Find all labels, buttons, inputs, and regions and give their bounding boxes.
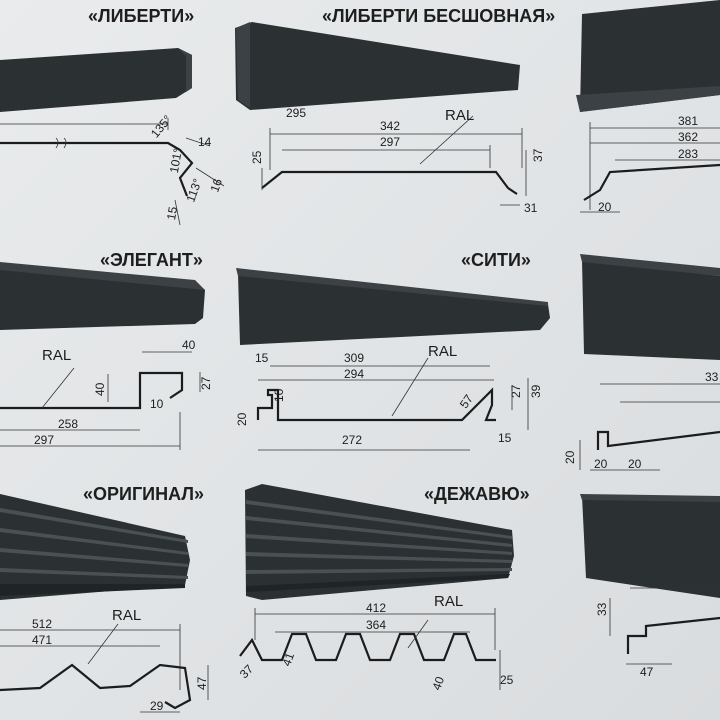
liberti-seamless-dim-31: 31 [524,201,538,215]
original-dim-471: 471 [32,633,52,647]
siti-section [256,357,529,451]
mid-right-panel [580,254,720,360]
mid-right-dim-20-side: 20 [563,450,577,464]
liberti-dim-15: 15 [164,205,180,221]
dezhavu-panel [245,484,514,600]
liberti-dim-width: 295 [286,106,306,120]
elegant-title: «ЭЛЕГАНТ» [100,250,203,270]
liberti-title: «ЛИБЕРТИ» [88,6,194,26]
mid-right-dim-20-b: 20 [628,457,642,471]
liberti-dim-angle-113: 113° [183,177,204,204]
elegant-dim-258: 258 [58,417,78,431]
siti-ral: RAL [428,343,457,360]
mid-right-dim-33: 33 [705,370,719,384]
liberti-seamless-dim-342: 342 [380,119,400,133]
elegant-dim-40-side: 40 [93,382,107,396]
original-dim-512: 512 [32,617,52,631]
bottom-right-panel [580,494,720,598]
dezhavu-dim-40: 40 [429,674,447,692]
siti-dim-27: 27 [509,384,523,398]
liberti-seamless-ral: RAL [445,107,474,124]
elegant-dim-10: 10 [150,397,164,411]
siti-dim-294: 294 [344,367,364,381]
elegant-dim-40-top: 40 [182,338,196,352]
original-panel [0,494,190,600]
siti-dim-15: 15 [255,351,269,365]
top-right-panel [576,0,720,112]
liberti-seamless-dim-297: 297 [380,135,400,149]
elegant-panel [0,262,205,330]
elegant-dim-27: 27 [199,376,213,390]
dezhavu-dim-41: 41 [279,650,297,668]
original-dim-29: 29 [150,699,164,713]
elegant-dim-297: 297 [34,433,54,447]
siti-dim-20: 20 [235,412,249,426]
liberti-section [0,118,225,226]
liberti-dim-angle-101: 101° [167,147,185,174]
dezhavu-section [239,608,501,690]
liberti-dim-14: 14 [198,135,212,149]
siti-dim-39: 39 [529,384,543,398]
mid-right-section [579,383,720,471]
liberti-seamless-section [261,115,527,206]
bottom-right-dim-47: 47 [640,665,654,679]
liberti-seamless-title: «ЛИБЕРТИ БЕСШОВНАЯ» [322,6,555,26]
liberti-seamless-panel [235,22,520,110]
top-right-dim-362: 362 [678,130,698,144]
mid-right-dim-20-a: 20 [594,457,608,471]
siti-dim-15-bottom: 15 [498,431,512,445]
original-section [0,623,209,713]
liberti-dim-16: 16 [207,176,225,194]
dezhavu-dim-364: 364 [366,618,386,632]
siti-dim-10: 10 [272,388,286,402]
elegant-section [0,351,201,450]
liberti-seamless-dim-25: 25 [250,150,264,164]
dezhavu-dim-37: 37 [237,662,257,682]
elegant-ral: RAL [42,347,71,364]
dezhavu-dim-412: 412 [366,601,386,615]
bottom-right-dim-33: 33 [595,602,609,616]
siti-dim-309: 309 [344,351,364,365]
dezhavu-title: «ДЕЖАВЮ» [424,484,530,504]
top-right-section [580,122,720,213]
liberti-dim-angle-135: 135° [148,112,175,140]
dezhavu-dim-25: 25 [500,673,514,687]
liberti-panel [0,48,192,112]
original-dim-47: 47 [195,676,209,690]
top-right-dim-381: 381 [678,114,698,128]
bottom-right-section [609,587,720,665]
top-right-dim-20: 20 [598,200,612,214]
dezhavu-ral: RAL [434,593,463,610]
siti-dim-272: 272 [342,433,362,447]
original-title: «ОРИГИНАЛ» [83,484,204,504]
siti-title: «СИТИ» [461,250,531,270]
original-ral: RAL [112,607,141,624]
top-right-dim-283: 283 [678,147,698,161]
siti-panel [236,268,550,345]
liberti-seamless-dim-37: 37 [531,148,545,162]
